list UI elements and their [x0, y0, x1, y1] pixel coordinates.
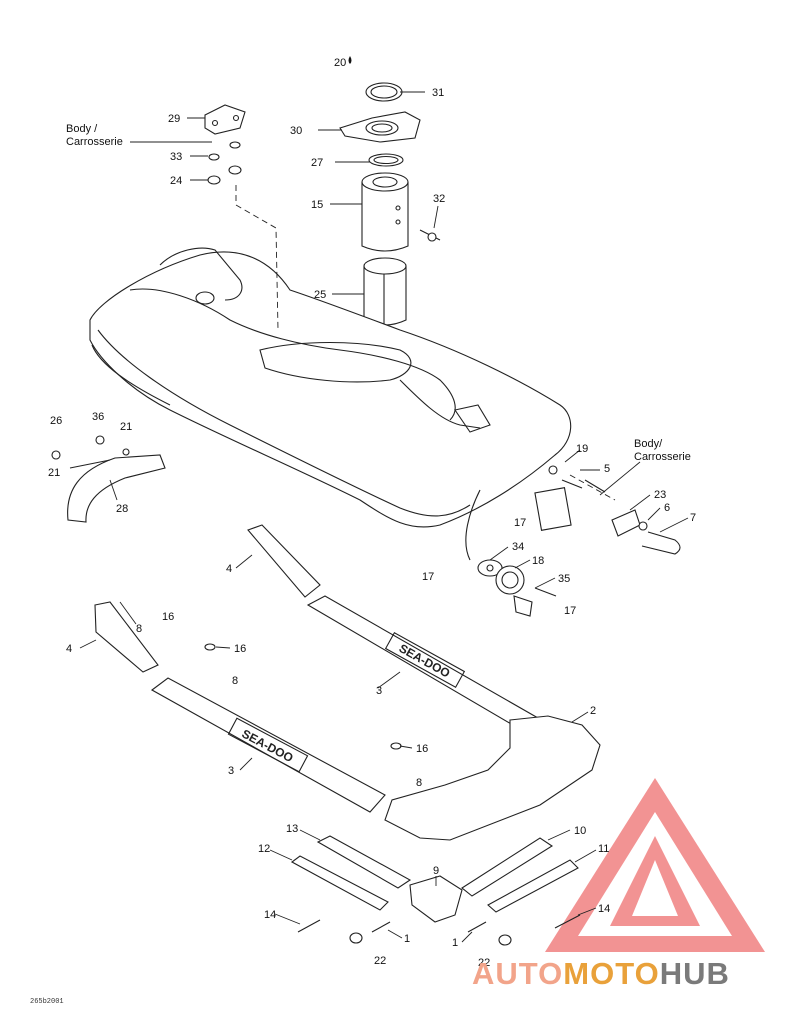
watermark-auto: AUTO — [472, 956, 563, 991]
callout-3-upper: 3 — [376, 685, 382, 697]
rail-strips — [290, 835, 579, 923]
callout-21-lower: 21 — [48, 467, 60, 479]
callout-4-lower: 4 — [66, 643, 72, 655]
drain-plug-assembly — [477, 465, 681, 617]
callout-21-upper: 21 — [120, 421, 132, 433]
callout-22-left: 22 — [374, 955, 386, 967]
body-label-left: Body / Carrosserie — [66, 123, 123, 148]
automotohub-watermark-mark — [545, 778, 765, 952]
callout-10: 10 — [574, 825, 586, 837]
plate-4-lower — [94, 601, 159, 673]
callout-26: 26 — [50, 415, 62, 427]
callout-13: 13 — [286, 823, 298, 835]
callout-2: 2 — [590, 705, 596, 717]
watermark-moto: MOTO — [563, 956, 659, 991]
callout-8-lower: 8 — [416, 777, 422, 789]
callout-20: 20 — [334, 57, 346, 69]
body-label-right-line2: Carrosserie — [634, 451, 691, 463]
callout-3-lower: 3 — [228, 765, 234, 777]
callout-29: 29 — [168, 113, 180, 125]
callout-9: 9 — [433, 865, 439, 877]
leader-lines — [79, 91, 689, 943]
callout-17-right: 17 — [564, 605, 576, 617]
callout-25: 25 — [314, 289, 326, 301]
callout-34: 34 — [512, 541, 524, 553]
filler-neck-assembly — [339, 56, 441, 326]
callout-31: 31 — [432, 87, 444, 99]
callout-11: 11 — [598, 843, 609, 855]
mat-3-left: SEA-DOO — [150, 677, 386, 813]
callout-numbers: 20 31 30 27 15 32 25 29 33 24 26 36 21 2… — [48, 57, 696, 969]
diagram-footer-code: 265b2001 — [30, 998, 64, 1006]
callout-8-middle: 8 — [232, 675, 238, 687]
callout-14-right: 14 — [598, 903, 610, 915]
callout-5: 5 — [604, 463, 610, 475]
deck-plate-2 — [384, 715, 601, 841]
callout-36: 36 — [92, 411, 104, 423]
callout-1-left: 1 — [404, 933, 410, 945]
callout-16-lower: 16 — [416, 743, 428, 755]
callout-35: 35 — [558, 573, 570, 585]
body-label-right: Body/ Carrosserie — [634, 438, 691, 463]
callout-14-left: 14 — [264, 909, 276, 921]
callout-6: 6 — [664, 502, 670, 514]
watermark-hub: HUB — [660, 956, 730, 991]
callout-7: 7 — [690, 512, 696, 524]
callout-15: 15 — [311, 199, 323, 211]
callout-22-right: 22 — [478, 957, 490, 969]
callout-30: 30 — [290, 125, 302, 137]
callout-33: 33 — [170, 151, 182, 163]
callout-19: 19 — [576, 443, 588, 455]
mat-3-right: SEA-DOO — [306, 595, 546, 736]
fastener-hardware — [204, 643, 581, 946]
callout-8-upper: 8 — [136, 623, 142, 635]
plate-4-upper — [247, 524, 321, 598]
body-label-right-line1: Body/ — [634, 438, 663, 450]
callout-12: 12 — [258, 843, 270, 855]
callout-17-left: 17 — [422, 571, 434, 583]
callout-32: 32 — [433, 193, 445, 205]
body-label-left-line2: Carrosserie — [66, 136, 123, 148]
svg-text:AUTOMOTOHUB: AUTOMOTOHUB — [472, 956, 730, 991]
callout-23: 23 — [654, 489, 666, 501]
callout-17-upper: 17 — [514, 517, 526, 529]
callout-16-upper: 16 — [162, 611, 174, 623]
callout-28: 28 — [116, 503, 128, 515]
callout-16-middle: 16 — [234, 643, 246, 655]
callout-27: 27 — [311, 157, 323, 169]
callout-18: 18 — [532, 555, 544, 567]
callout-1-right: 1 — [452, 937, 458, 949]
automotohub-watermark-text: AUTOMOTOHUB — [472, 956, 730, 991]
callout-24: 24 — [170, 175, 182, 187]
curved-bracket — [51, 435, 166, 523]
body-label-left-line1: Body / — [66, 123, 98, 135]
callout-4-upper: 4 — [226, 563, 232, 575]
hull-body — [89, 247, 572, 561]
mount-plate-hardware — [204, 104, 279, 331]
